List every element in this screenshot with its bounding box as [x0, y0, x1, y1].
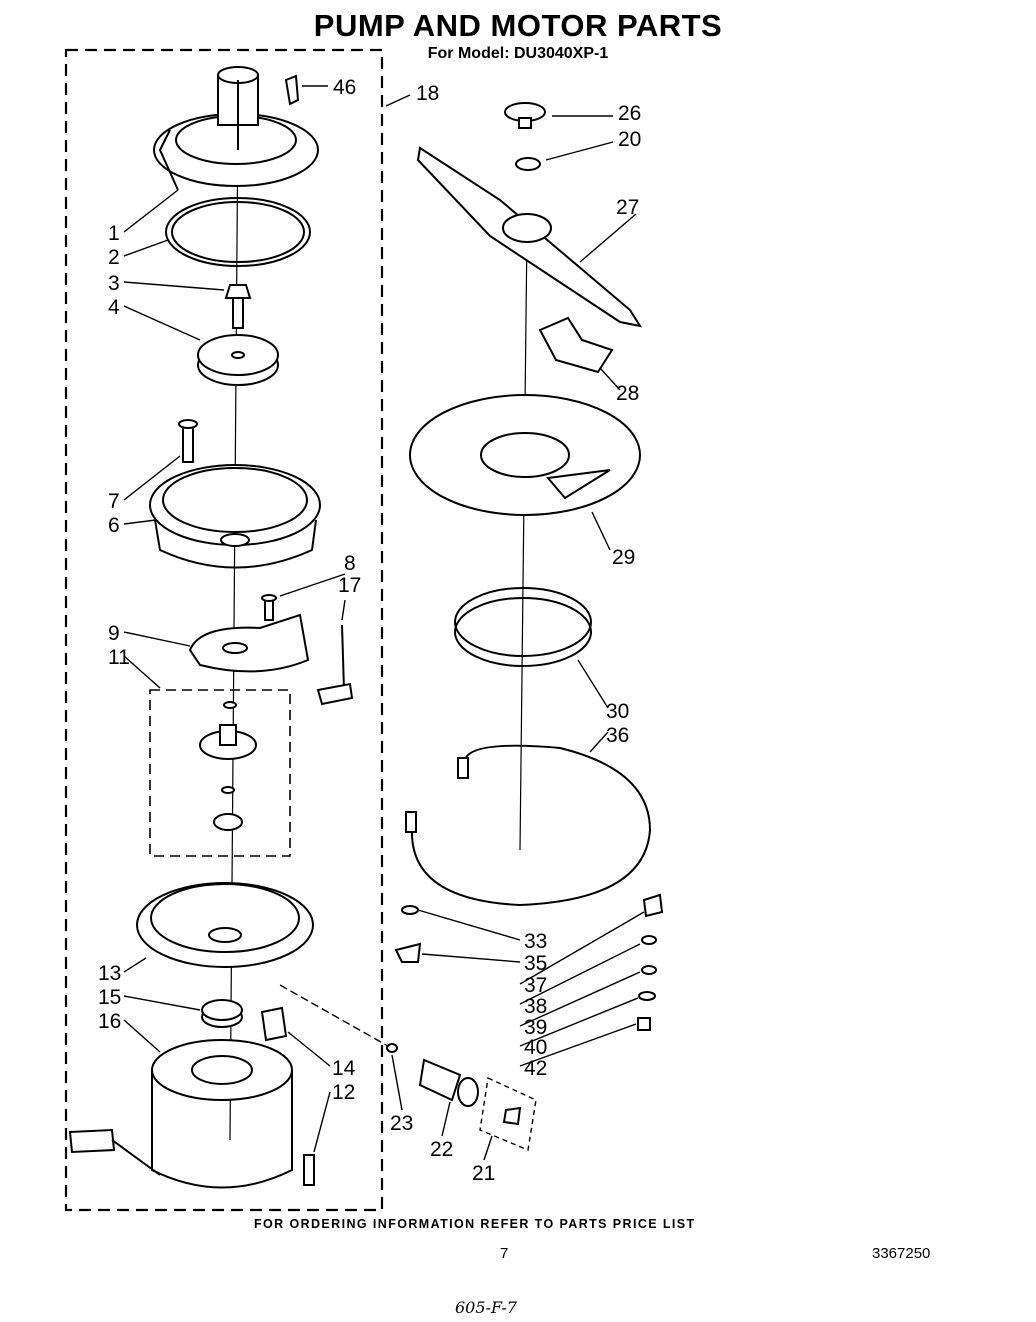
document-number: 3367250 — [872, 1245, 931, 1262]
callout-33: 33 — [524, 930, 547, 953]
callout-11: 11 — [108, 646, 130, 669]
part-30-ring — [454, 587, 592, 667]
callout-15: 15 — [98, 986, 121, 1009]
part-20-washer — [515, 157, 541, 171]
callout-29: 29 — [612, 546, 635, 569]
part-33-washer — [401, 905, 419, 915]
part-11-impeller-assembly — [149, 689, 291, 857]
part-37-clip — [642, 893, 664, 918]
callout-28: 28 — [616, 382, 639, 405]
callout-30: 30 — [606, 700, 629, 723]
part-17-rod — [316, 624, 354, 706]
part-22-connector — [418, 1058, 479, 1107]
callout-20: 20 — [618, 128, 641, 151]
callout-1: 1 — [108, 222, 120, 245]
handwritten-note: 605-F-7 — [455, 1298, 517, 1317]
leader-lines — [123, 85, 645, 1161]
callout-17: 17 — [338, 574, 361, 597]
part-21-bracket — [479, 1076, 537, 1151]
callout-4: 4 — [108, 296, 120, 319]
callout-14: 14 — [332, 1057, 356, 1080]
callout-46: 46 — [333, 76, 356, 99]
part-26-cap — [504, 102, 546, 129]
ordering-info-footer: FOR ORDERING INFORMATION REFER TO PARTS … — [254, 1217, 696, 1231]
callout-21: 21 — [472, 1162, 495, 1185]
part-46-clip — [284, 74, 300, 106]
part-36-heater-element — [405, 744, 652, 907]
callout-2: 2 — [108, 246, 120, 269]
callout-26: 26 — [618, 102, 641, 125]
part-38-washer — [641, 935, 657, 945]
callout-18: 18 — [416, 82, 439, 105]
part-29-filter-screen — [409, 394, 641, 516]
callout-16: 16 — [98, 1010, 121, 1033]
part-13-motor-mount — [136, 882, 314, 968]
hardware-stack — [637, 893, 664, 1031]
callout-9: 9 — [108, 622, 120, 645]
callout-3: 3 — [108, 272, 120, 295]
part-40-lock-washer — [638, 991, 656, 1001]
part-28-clip — [538, 316, 614, 374]
part-8-screw — [261, 594, 277, 621]
part-7-screw — [178, 419, 198, 463]
callout-12: 12 — [332, 1081, 355, 1104]
callout-42: 42 — [524, 1057, 547, 1080]
part-6-pump-body — [149, 464, 321, 569]
part-12-screw — [303, 1154, 315, 1186]
part-35-bracket — [394, 942, 422, 963]
callout-27: 27 — [616, 196, 639, 219]
page-title: PUMP AND MOTOR PARTS — [313, 8, 723, 43]
part-3-bolt — [224, 284, 252, 329]
callout-38: 38 — [524, 995, 547, 1018]
callout-labels: 46 18 26 20 27 1 2 3 4 28 7 6 29 8 17 9 … — [98, 76, 641, 1185]
part-16-motor — [68, 1039, 293, 1189]
callout-13: 13 — [98, 962, 121, 985]
callout-36: 36 — [606, 724, 629, 747]
right-axis-line — [519, 229, 528, 851]
callout-7: 7 — [108, 490, 120, 513]
callout-6: 6 — [108, 514, 120, 537]
part-1-pump-housing — [153, 66, 319, 191]
part-15-seal — [201, 999, 243, 1028]
callout-40: 40 — [524, 1036, 547, 1059]
wire-leader — [279, 984, 396, 1051]
part-42-nut — [637, 1017, 651, 1031]
part-14-brush — [260, 1006, 288, 1042]
page-number: 7 — [500, 1245, 509, 1262]
callout-23: 23 — [390, 1112, 413, 1135]
part-27-spray-arm — [416, 146, 643, 328]
part-23-o-ring — [386, 1043, 398, 1053]
part-2-seal-ring — [165, 197, 311, 267]
part-9-plate — [188, 613, 310, 673]
part-39-washer — [641, 965, 657, 975]
callout-22: 22 — [430, 1138, 453, 1161]
pump-motor-assembly-boundary — [64, 48, 384, 1212]
callout-39: 39 — [524, 1016, 547, 1039]
model-subtitle: For Model: DU3040XP-1 — [427, 45, 609, 62]
callout-37: 37 — [524, 974, 547, 997]
part-4-impeller-disk — [197, 334, 279, 386]
callout-35: 35 — [524, 952, 547, 975]
callout-8: 8 — [344, 552, 356, 575]
